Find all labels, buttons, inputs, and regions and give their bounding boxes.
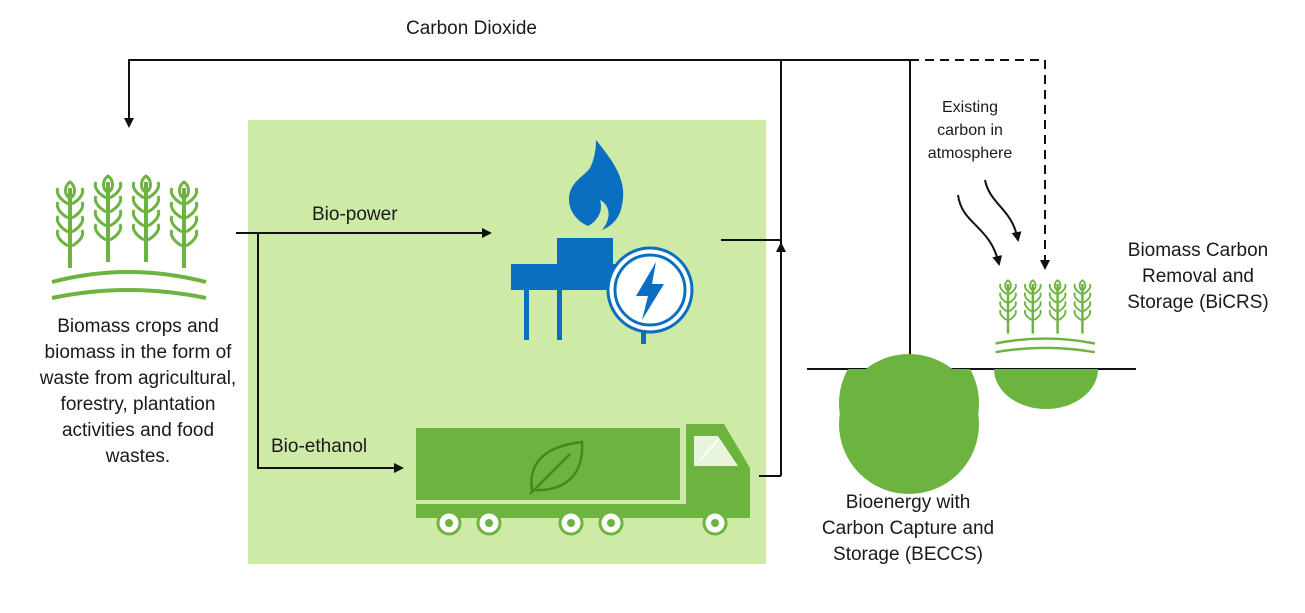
biomass-to-conversion-arrows bbox=[236, 228, 492, 473]
bicrs-wheat-icon bbox=[995, 279, 1096, 354]
beccs-label: Bioenergy with Carbon Capture and Storag… bbox=[821, 492, 995, 565]
existing-carbon-arrows bbox=[957, 179, 1022, 266]
bicrs-label: Biomass Carbon Removal and Storage (BiCR… bbox=[1127, 240, 1269, 313]
power-plant-icon bbox=[511, 140, 694, 344]
bio-power-label: Bio-power bbox=[312, 204, 398, 225]
flame-icon bbox=[568, 140, 624, 230]
carbon-dioxide-flow bbox=[124, 59, 1050, 477]
beccs-storage-circle bbox=[839, 354, 979, 494]
existing-carbon-label: Existing carbon in atmosphere bbox=[927, 99, 1013, 162]
wheat-crop-icon bbox=[51, 174, 207, 300]
bicrs-storage-circle bbox=[994, 369, 1098, 409]
carbon-dioxide-label: Carbon Dioxide bbox=[406, 18, 537, 39]
truck-icon bbox=[416, 424, 750, 536]
leaf-icon bbox=[529, 440, 584, 495]
bio-ethanol-label: Bio-ethanol bbox=[271, 436, 368, 457]
lightning-icon bbox=[636, 262, 664, 320]
biomass-description: Biomass crops and biomass in the form of… bbox=[39, 316, 237, 467]
